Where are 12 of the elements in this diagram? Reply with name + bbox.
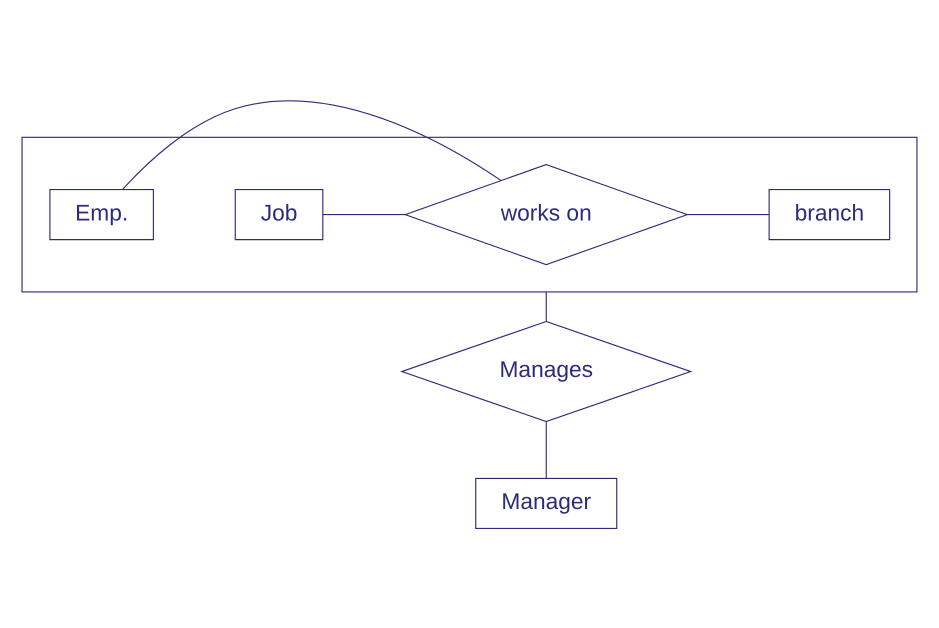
- node-box: branch: [768, 188, 890, 240]
- connector: [122, 100, 502, 190]
- cluster: [21, 136, 918, 292]
- node-box: Emp.: [49, 188, 154, 240]
- node-diamond: Manages: [400, 320, 692, 422]
- connector: [546, 291, 547, 321]
- connector: [546, 421, 547, 478]
- node-box: Manager: [475, 477, 618, 529]
- connector: [687, 214, 769, 215]
- connector: [322, 214, 405, 215]
- node-diamond: works on: [404, 163, 689, 265]
- node-box: Job: [234, 188, 324, 240]
